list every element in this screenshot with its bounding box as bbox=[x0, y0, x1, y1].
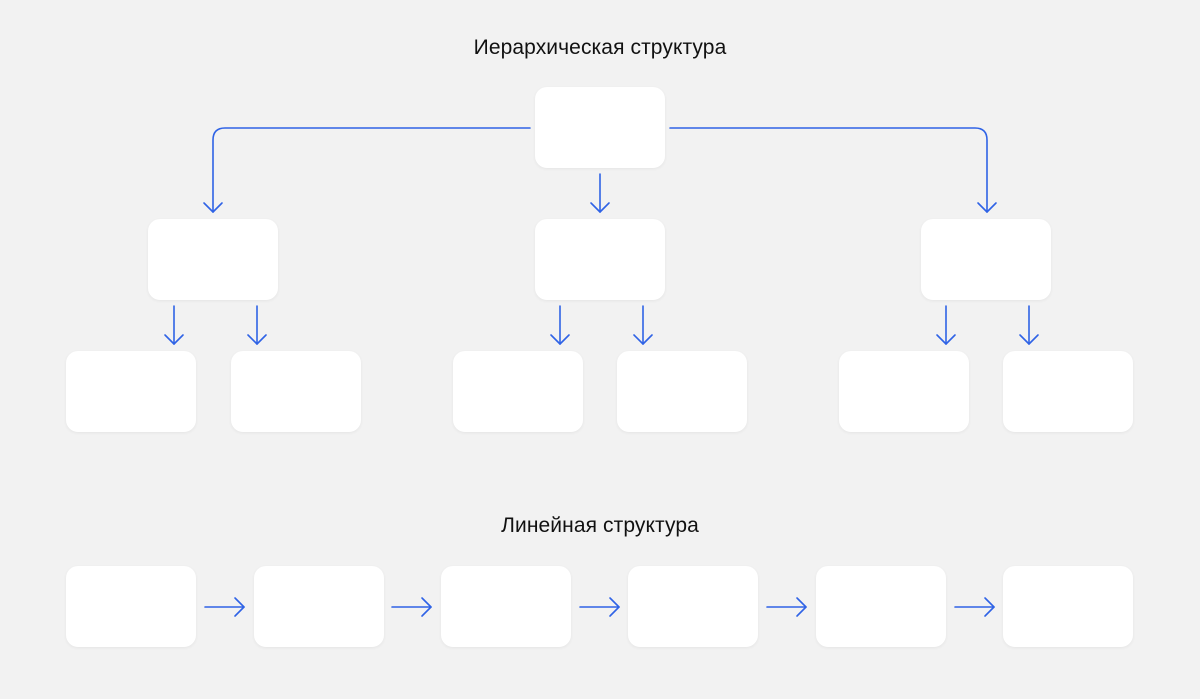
linear-node bbox=[66, 566, 196, 647]
linear-node bbox=[254, 566, 384, 647]
hierarchy-leaf-node bbox=[66, 351, 196, 432]
hierarchy-level1-node bbox=[148, 219, 278, 300]
arrow-head bbox=[796, 597, 807, 617]
hierarchy-leaf-node bbox=[453, 351, 583, 432]
hierarchy-leaf-node bbox=[839, 351, 969, 432]
linear-node bbox=[441, 566, 571, 647]
arrow-head bbox=[936, 334, 956, 345]
arrow-head bbox=[247, 334, 267, 345]
hierarchy-leaf-node bbox=[231, 351, 361, 432]
hierarchy-level1-node bbox=[535, 219, 665, 300]
hierarchy-leaf-node bbox=[617, 351, 747, 432]
linear-title: Линейная структура bbox=[501, 514, 699, 537]
arrow-head bbox=[234, 597, 245, 617]
hierarchy-leaf-node bbox=[1003, 351, 1133, 432]
arrow-head bbox=[164, 334, 184, 345]
connector-arrow bbox=[669, 127, 988, 213]
arrow-head bbox=[984, 597, 995, 617]
arrow-head bbox=[609, 597, 620, 617]
arrow-head bbox=[421, 597, 432, 617]
linear-node bbox=[1003, 566, 1133, 647]
connector-arrow bbox=[212, 127, 531, 213]
arrow-head bbox=[590, 202, 610, 213]
hierarchy-level1-node bbox=[921, 219, 1051, 300]
linear-node bbox=[628, 566, 758, 647]
arrow-head bbox=[550, 334, 570, 345]
arrow-head bbox=[633, 334, 653, 345]
linear-node bbox=[816, 566, 946, 647]
arrow-head bbox=[977, 202, 997, 213]
arrow-head bbox=[1019, 334, 1039, 345]
arrow-head bbox=[203, 202, 223, 213]
hierarchy-root-node bbox=[535, 87, 665, 168]
hierarchy-title: Иерархическая структура bbox=[473, 36, 727, 59]
